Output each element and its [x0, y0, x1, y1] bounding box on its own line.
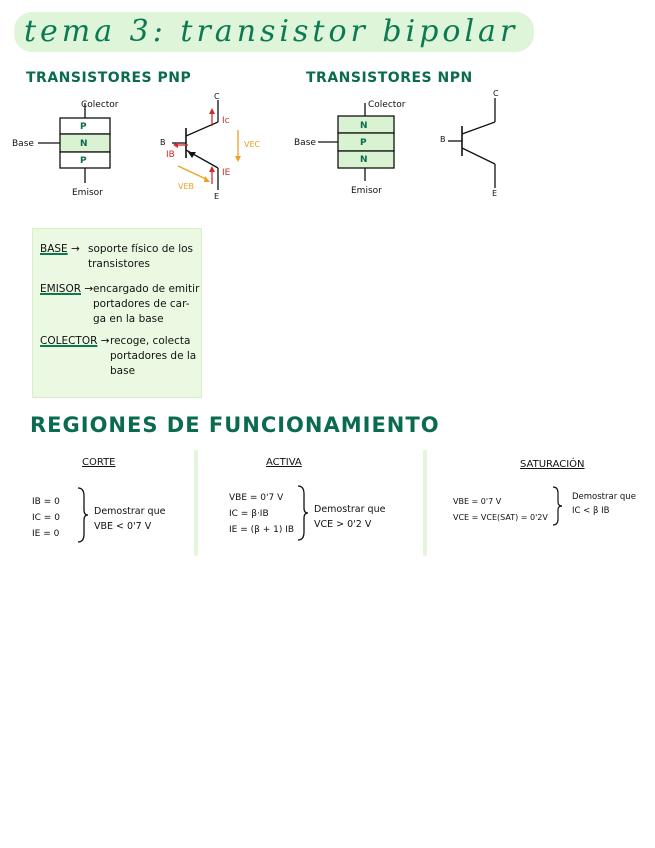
definition-arrow: → [84, 283, 94, 295]
page-title: tema 3: transistor bipolar [24, 14, 519, 49]
region-equations-activa: VBE = 0'7 V IC = β·IB IE = (β + 1) IB [229, 490, 294, 538]
condition: Demostrar que [314, 504, 386, 515]
pnp-ie-label: IE [222, 168, 231, 178]
column-divider [194, 450, 198, 556]
definition-line: recoge, colecta [110, 335, 191, 347]
npn-layer-middle: P [360, 138, 367, 148]
pnp-layer-middle: N [80, 139, 88, 149]
npn-layer-bottom: N [360, 155, 368, 165]
pnp-block-diagram [38, 103, 111, 183]
pnp-emitter-label: Emisor [72, 188, 103, 198]
npn-base-label: Base [294, 138, 316, 148]
region-conditions-corte: Demostrar que VBE < 0'7 V [94, 504, 165, 534]
npn-emitter-label: Emisor [351, 186, 382, 196]
definition-arrow: → [71, 243, 80, 255]
equation: VBE = 0'7 V [453, 497, 502, 506]
region-title-corte: CORTE [82, 457, 116, 468]
definition-line: encargado de emitir [93, 283, 200, 295]
definition-term: EMISOR [40, 283, 82, 295]
pnp-b-label: B [160, 138, 166, 147]
pnp-veb-label: VEB [178, 182, 195, 191]
npn-b-label: B [440, 135, 446, 144]
equation: IE = 0 [32, 529, 60, 539]
npn-symbol [448, 98, 496, 188]
definition-line: ga en la base [93, 313, 164, 325]
definition-text: encargado de emitir portadores de car- g… [93, 282, 199, 327]
equation: IC = 0 [32, 513, 60, 523]
pnp-ic-label: Ic [222, 116, 230, 126]
definition-line: portadores de la [110, 350, 197, 362]
condition: VCE > 0'2 V [314, 519, 372, 530]
equation: IB = 0 [32, 497, 60, 507]
brace-icon [77, 487, 89, 543]
column-divider [423, 450, 427, 556]
condition: Demostrar que [94, 506, 166, 517]
definition-term: BASE [40, 243, 68, 255]
definition-emisor: EMISOR → [40, 282, 93, 297]
equation: VBE = 0'7 V [229, 493, 284, 503]
condition: Demostrar que [572, 492, 636, 502]
condition: IC < β IB [572, 506, 610, 516]
regions-heading: REGIONES DE FUNCIONAMIENTO [30, 413, 440, 437]
pnp-ib-label: IB [166, 150, 175, 160]
npn-heading: TRANSISTORES NPN [306, 70, 473, 86]
definition-term: COLECTOR [40, 335, 98, 347]
equation: VCE = VCE(SAT) = 0'2V [453, 513, 548, 522]
region-conditions-activa: Demostrar que VCE > 0'2 V [314, 502, 385, 532]
definitions-box [32, 228, 202, 398]
definition-line: soporte físico de los [88, 243, 194, 255]
definition-colector: COLECTOR → [40, 334, 110, 349]
region-equations-corte: IB = 0 IC = 0 IE = 0 [32, 494, 60, 542]
pnp-layer-bottom: P [80, 156, 87, 166]
pnp-e-label: E [214, 192, 220, 201]
region-title-activa: ACTIVA [266, 457, 302, 468]
definition-line: base [110, 365, 136, 377]
region-equations-saturacion: VBE = 0'7 V VCE = VCE(SAT) = 0'2V [453, 494, 548, 526]
equation: IC = β·IB [229, 509, 269, 519]
definition-line: transistores [88, 258, 150, 270]
condition: VBE < 0'7 V [94, 521, 152, 532]
brace-icon [297, 485, 309, 541]
definition-base: BASE → [40, 242, 80, 257]
brace-icon [552, 486, 563, 526]
region-title-saturacion: SATURACIÓN [520, 459, 585, 470]
definition-line: portadores de car- [93, 298, 190, 310]
pnp-c-label: C [214, 92, 220, 101]
pnp-heading: TRANSISTORES PNP [26, 70, 192, 86]
definition-text: recoge, colecta portadores de la base [110, 334, 196, 379]
npn-layer-top: N [360, 121, 368, 131]
region-conditions-saturacion: Demostrar que IC < β IB [572, 490, 636, 518]
title-highlight [14, 12, 534, 52]
pnp-vec-label: VEC [244, 140, 261, 149]
pnp-symbol [172, 100, 241, 190]
pnp-base-label: Base [12, 139, 34, 149]
npn-collector-label: Colector [368, 100, 406, 110]
npn-e-label: E [492, 189, 498, 198]
equation: IE = (β + 1) IB [229, 525, 295, 535]
npn-c-label: C [493, 89, 499, 98]
definition-text: soporte físico de los transistores [88, 242, 193, 272]
npn-block-diagram [318, 103, 395, 181]
pnp-collector-label: Colector [81, 100, 119, 110]
definition-arrow: → [100, 335, 110, 347]
pnp-layer-top: P [80, 122, 87, 132]
